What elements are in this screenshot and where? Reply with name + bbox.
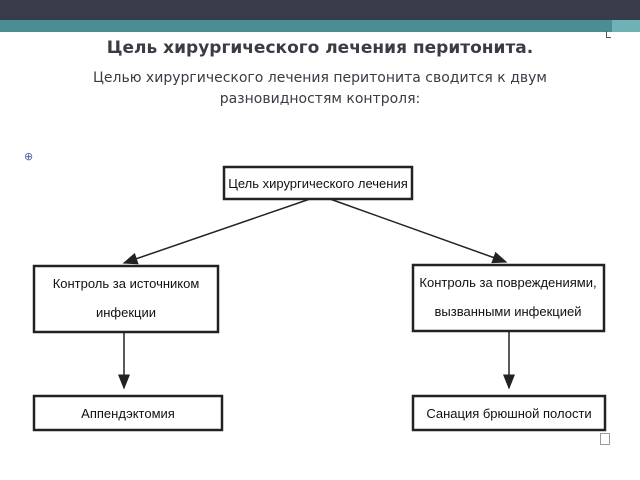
arrow-root-to-right [329,198,508,264]
node-source-control-line-1: Контроль за источником [53,276,200,291]
corner-mark [606,31,611,38]
top-accent-corner [612,20,640,32]
node-sanitation: Санация брюшной полости [411,394,607,432]
node-sanitation-label: Санация брюшной полости [426,406,591,421]
slide-subtitle: Целью хирургического лечения перитонита … [0,68,640,110]
node-root-label: Цель хирургического лечения [228,176,408,191]
node-damage-control-line-2: вызванными инфекцией [435,304,582,319]
arrow-root-to-left [122,198,311,265]
slide-title: Цель хирургического лечения перитонита. [106,38,534,58]
embedded-object-icon[interactable]: ⊕ [24,150,34,163]
node-root: Цель хирургического лечения [222,165,414,201]
node-damage-control: Контроль за повреждениями, вызванными ин… [411,263,606,333]
node-appendectomy-label: Аппендэктомия [81,406,175,421]
placeholder-icon [600,433,610,445]
top-accent-bar [0,20,640,32]
node-damage-control-line-1: Контроль за повреждениями, [419,275,596,290]
node-source-control-line-2: инфекции [96,305,156,320]
subtitle-line-1: Целью хирургического лечения перитонита … [93,70,547,86]
top-band [0,0,640,20]
subtitle-line-2: разновидностям контроля: [219,91,421,107]
node-source-control: Контроль за источником инфекции [32,264,220,334]
node-appendectomy: Аппендэктомия [32,394,224,432]
